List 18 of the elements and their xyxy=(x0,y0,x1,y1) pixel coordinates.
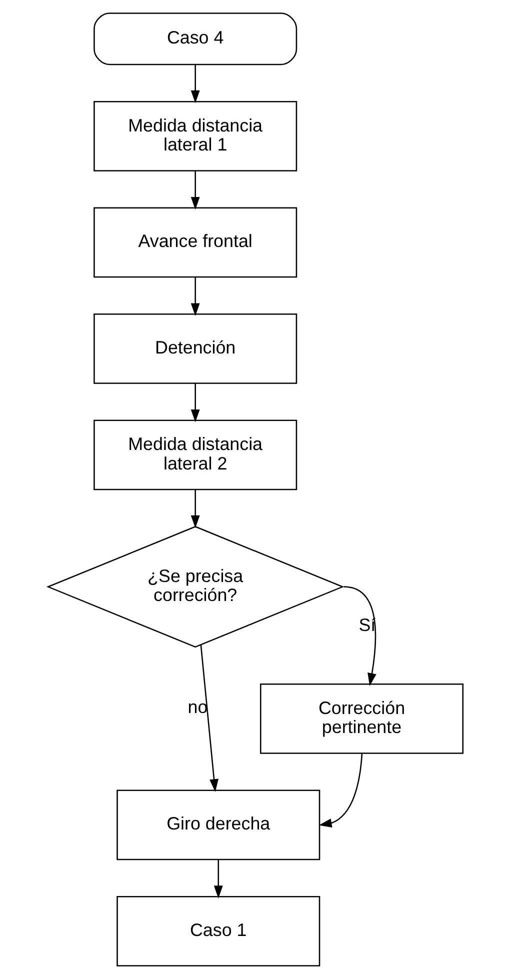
arrow xyxy=(190,490,200,528)
arrow xyxy=(190,277,200,316)
node-box: Giro derecha xyxy=(116,790,320,860)
node-box: Caso 1 xyxy=(116,896,320,966)
node-diamond: ¿Se precisa correción? xyxy=(46,526,344,648)
node-box: Corrección pertinente xyxy=(259,683,464,754)
node-box: Medida distancia lateral 1 xyxy=(93,100,297,172)
arrow xyxy=(190,170,200,210)
arrow xyxy=(200,645,218,792)
node-box: Medida distancia lateral 2 xyxy=(93,420,297,490)
arrow xyxy=(190,64,200,104)
arrow xyxy=(343,586,376,686)
node-box: Detención xyxy=(93,313,297,384)
node-box: Avance frontal xyxy=(93,207,297,278)
arrow xyxy=(190,383,200,422)
arrow xyxy=(318,754,362,828)
arrow xyxy=(213,860,222,898)
node-box: Caso 4 xyxy=(93,12,297,66)
